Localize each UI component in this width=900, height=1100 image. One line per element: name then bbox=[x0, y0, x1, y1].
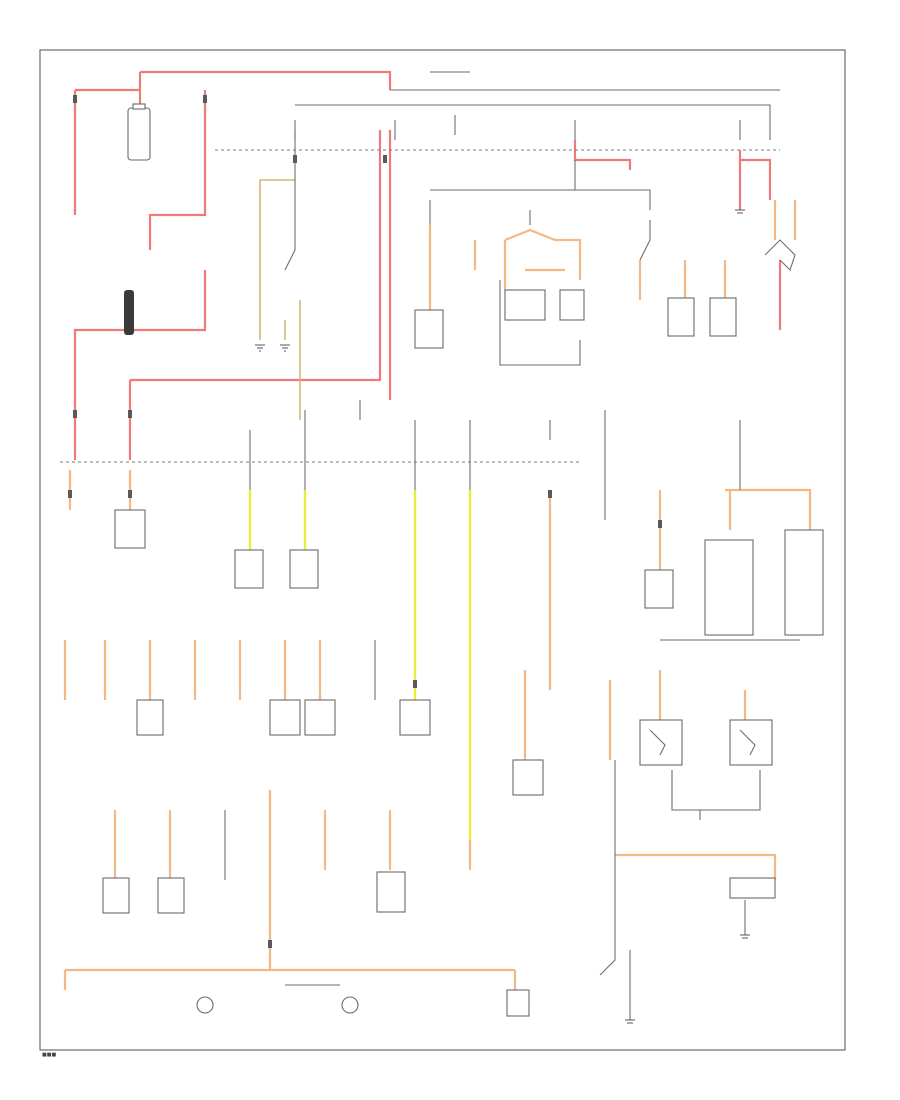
lamp-module-5 bbox=[512, 759, 544, 796]
top-bus-lines bbox=[215, 71, 780, 210]
horn-relay bbox=[234, 549, 264, 589]
battery bbox=[127, 107, 151, 161]
right-switch-box-1 bbox=[639, 719, 683, 766]
connector-dots bbox=[68, 95, 662, 948]
right-relay-module bbox=[644, 569, 674, 609]
cluster-indicator-b bbox=[559, 289, 585, 321]
bottom-module-2 bbox=[157, 877, 185, 914]
bottom-module-3 bbox=[376, 871, 406, 913]
fusible-link bbox=[124, 290, 134, 335]
bottom-module-1 bbox=[102, 877, 130, 914]
ignition-feed bbox=[259, 130, 301, 420]
instrument-cluster-wires bbox=[428, 200, 727, 366]
bottom-lamp-right bbox=[506, 989, 530, 1017]
middle-fuse-feeds bbox=[60, 400, 812, 840]
bottom-lamp-center-bulb bbox=[341, 996, 359, 1014]
right-connector-a bbox=[704, 539, 754, 636]
right-relay bbox=[764, 200, 797, 272]
ground-symbols bbox=[255, 209, 750, 1024]
battery-terminal bbox=[132, 103, 146, 110]
right-connector-b bbox=[784, 529, 824, 636]
lamp-module-4 bbox=[399, 699, 431, 736]
diagram-frame bbox=[39, 49, 846, 1051]
bottom-lamp-left-bulb bbox=[196, 996, 214, 1014]
bottom-module-4 bbox=[729, 877, 776, 899]
page-marker: ■■■ bbox=[42, 1052, 56, 1058]
lamp-module-3 bbox=[304, 699, 336, 736]
lamp-module-2 bbox=[269, 699, 301, 736]
right-switch-box-2 bbox=[729, 719, 773, 766]
instrument-module bbox=[414, 309, 444, 349]
right-module-2 bbox=[709, 297, 737, 337]
headlamp-module bbox=[289, 549, 319, 589]
cluster-indicator-a bbox=[504, 289, 546, 321]
right-switches bbox=[649, 729, 761, 820]
fuse-stubs-top bbox=[294, 115, 741, 190]
engine-module bbox=[114, 509, 146, 549]
right-module-1 bbox=[667, 297, 695, 337]
lamp-module-1 bbox=[136, 699, 164, 736]
battery-feed-wires bbox=[73, 70, 782, 460]
